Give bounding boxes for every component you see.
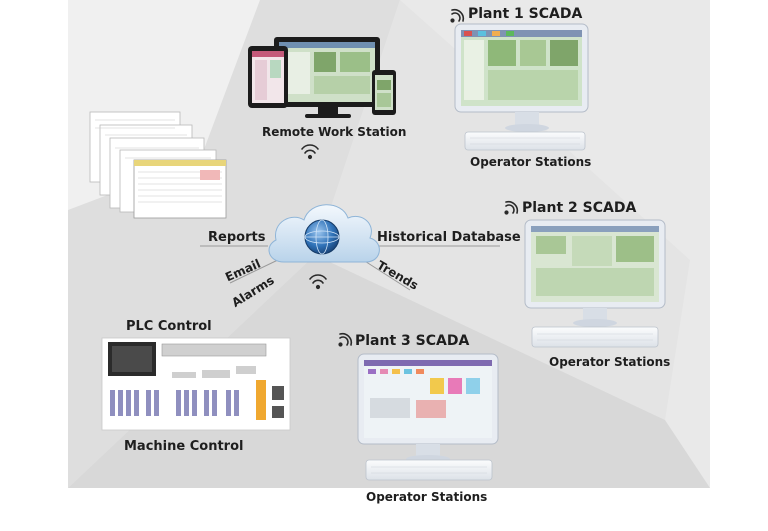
reports-label: Reports: [208, 230, 266, 245]
plc-panel-icon: [101, 337, 291, 431]
wifi-icon: [301, 144, 319, 160]
machine-control-label: Machine Control: [124, 439, 244, 454]
plant1-label: Plant 1 SCADA: [468, 6, 583, 22]
connector-lines: [200, 245, 500, 291]
plant2-label: Plant 2 SCADA: [522, 200, 637, 216]
plant2-operator-station: [524, 219, 666, 348]
plant1-operator-station: [454, 23, 589, 151]
plant3-label: Plant 3 SCADA: [355, 333, 470, 349]
plant3-operator-station: [357, 353, 499, 481]
operator-stations-label-1: Operator Stations: [470, 155, 592, 169]
historical-database-label: Historical Database: [377, 230, 521, 245]
wifi-icon: [338, 332, 353, 347]
operator-stations-label-3: Operator Stations: [366, 490, 488, 504]
cloud-globe-icon: [268, 204, 380, 263]
remote-workstation-devices: [248, 37, 396, 118]
wifi-icon: [309, 274, 327, 290]
wifi-icon: [450, 8, 465, 23]
wifi-icon: [504, 200, 519, 215]
operator-stations-label-2: Operator Stations: [549, 355, 671, 369]
plc-control-label: PLC Control: [126, 319, 212, 334]
report-sheets-icon: [89, 111, 227, 219]
remote-workstation-label: Remote Work Station: [262, 125, 407, 139]
